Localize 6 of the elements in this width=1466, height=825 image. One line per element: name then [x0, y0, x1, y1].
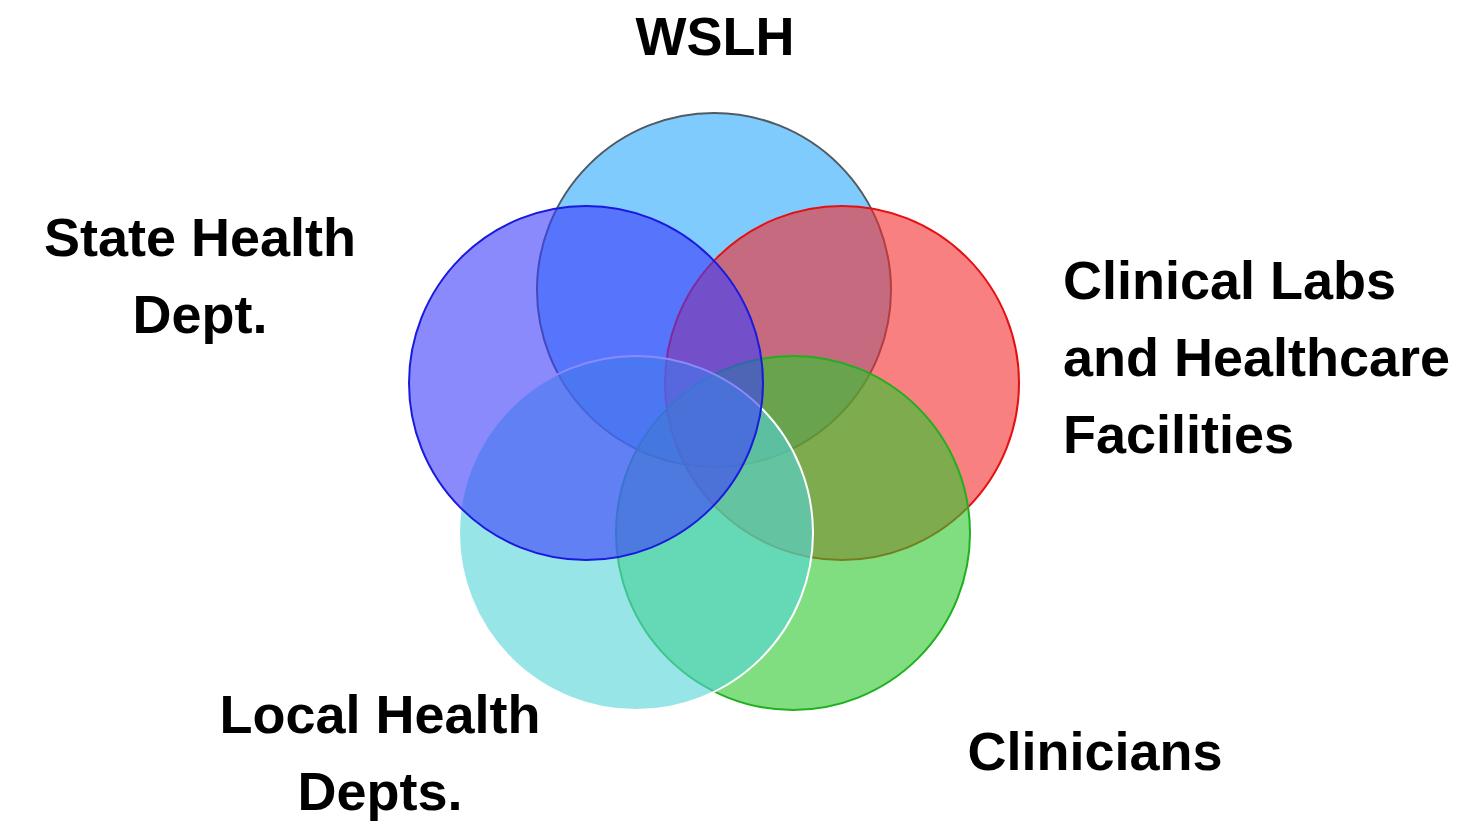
venn-circle [408, 205, 764, 561]
circle-label: WSLH [634, 5, 796, 68]
circle-label: State Health Dept. [42, 206, 358, 346]
circle-label: Local Health Depts. [218, 683, 542, 823]
circle-label: Clinicians [966, 720, 1224, 783]
circle-label: Clinical Labs and Healthcare Facilities [1063, 249, 1452, 466]
